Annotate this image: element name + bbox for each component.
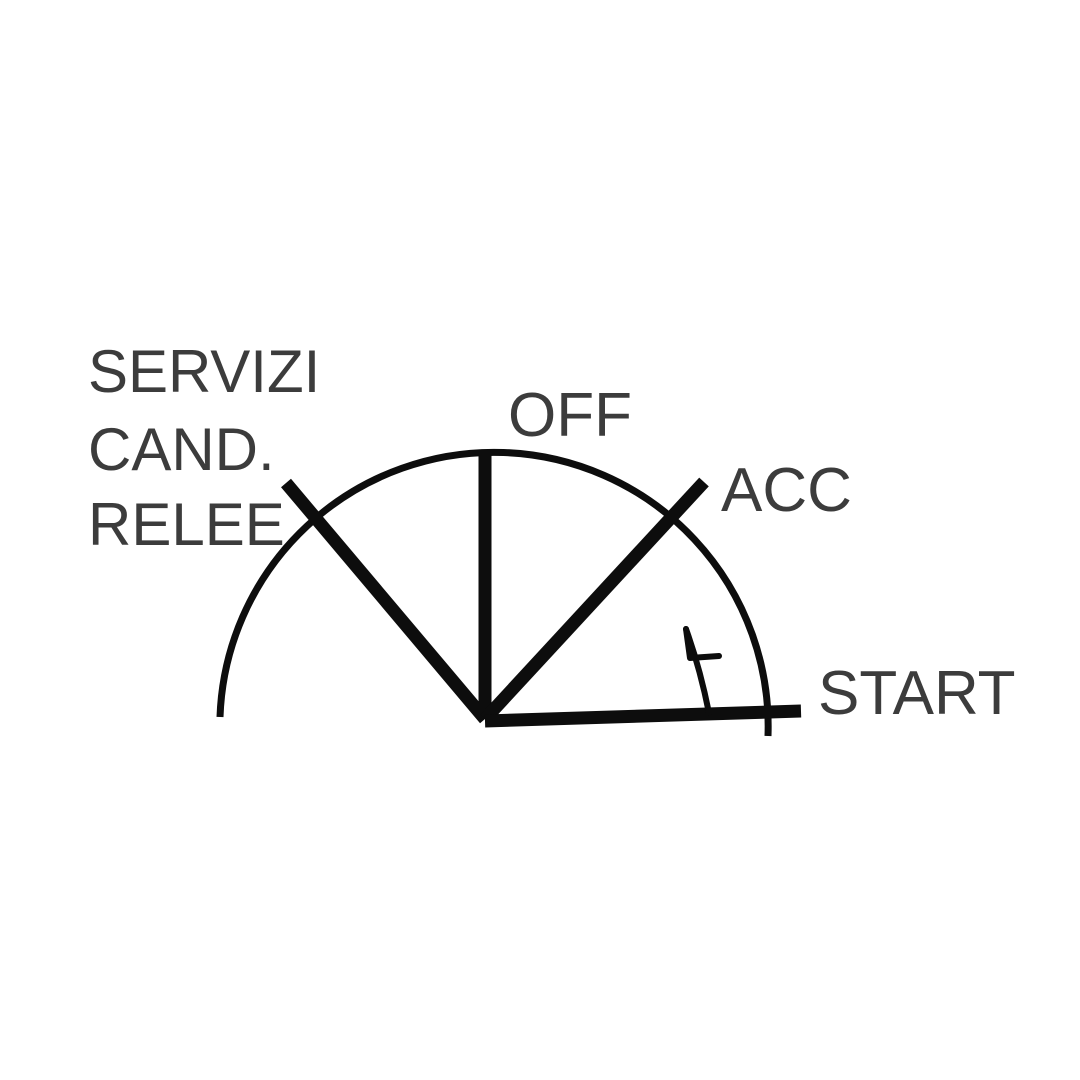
position-arc xyxy=(216,448,772,737)
ray-start xyxy=(484,704,802,728)
label-start: START xyxy=(818,659,1016,728)
label-off: OFF xyxy=(508,381,632,450)
spring-return-arrow-head xyxy=(683,626,722,661)
label-servizi-line1: SERVIZI xyxy=(88,338,320,405)
ray-acc xyxy=(480,477,709,724)
label-acc: ACC xyxy=(721,456,852,525)
label-servizi-line2: CAND. xyxy=(88,416,275,483)
ray-servizi xyxy=(281,478,490,724)
label-servizi-line3: RELEE xyxy=(88,491,285,558)
